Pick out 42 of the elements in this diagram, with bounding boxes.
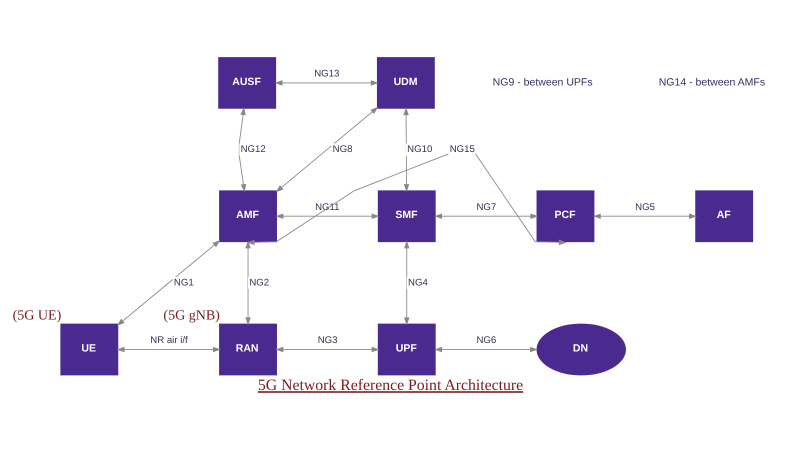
arrow <box>275 346 380 352</box>
edge-label: NG5 <box>635 202 655 213</box>
node-box: UDM <box>376 57 435 109</box>
edge-label: NG8 <box>332 144 352 156</box>
arrow <box>276 106 378 192</box>
edge-label: NG12 <box>240 144 266 156</box>
arrow <box>238 107 246 192</box>
node-label: (5G UE) <box>12 308 62 324</box>
node-box: RAN <box>219 324 277 376</box>
arrow <box>434 213 538 219</box>
node-box: PCF <box>536 190 594 242</box>
edge-label: NG13 <box>314 68 340 80</box>
node-label: (5G gNB) <box>163 308 220 324</box>
edge-label: NG10 <box>407 144 432 156</box>
arrow <box>403 107 410 192</box>
edge-label: NG15 <box>450 144 475 156</box>
arrow <box>245 240 251 326</box>
node-box: SMF <box>378 190 436 242</box>
caption: 5G Network Reference Point Architecture <box>258 377 524 394</box>
edge-label: NG2 <box>249 277 270 288</box>
node-box: AMF <box>219 190 277 242</box>
edge-label: NR air i/f <box>150 335 188 346</box>
arrow <box>246 154 567 246</box>
label: NG14 - between AMFs <box>658 76 766 89</box>
arrow <box>274 80 379 86</box>
edge-label: NG1 <box>174 277 194 288</box>
node-box: UPF <box>378 324 436 376</box>
edge-label: NG6 <box>476 335 496 346</box>
node-box: UE <box>60 324 118 376</box>
edge-label: NG4 <box>408 277 428 288</box>
node-box: AUSF <box>218 57 276 109</box>
arrow <box>275 213 380 219</box>
edge-label: NG3 <box>318 335 338 346</box>
edge-label: NG7 <box>476 202 496 213</box>
node-ellipse: DN <box>536 324 626 376</box>
node-box: AF <box>695 190 754 242</box>
arrow <box>434 346 538 352</box>
arrow <box>592 213 697 219</box>
arrow <box>116 346 221 352</box>
label: NG9 - between UPFs <box>492 76 593 89</box>
arrow <box>404 240 410 326</box>
arrow <box>116 240 220 326</box>
